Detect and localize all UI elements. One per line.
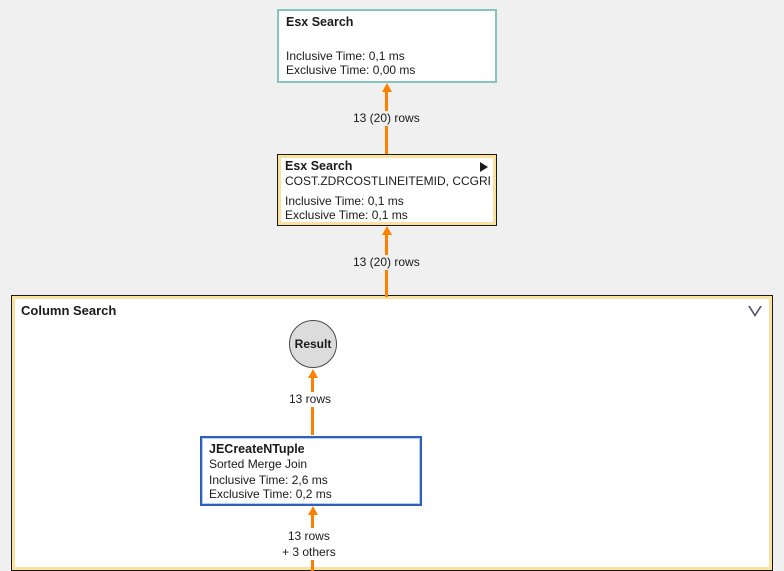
node-esx-search-mid-subtitle: COST.ZDRCOSTLINEITEMID, CCGRP.ZD... — [285, 174, 490, 188]
node-jecreatentuple[interactable]: JECreateNTuple Sorted Merge Join Inclusi… — [200, 436, 422, 506]
triangle-down-icon[interactable] — [748, 306, 762, 317]
node-esx-search-top-inclusive-time: Inclusive Time: 0,1 ms — [286, 49, 405, 63]
edge-arrowhead-to-jecreatentuple — [308, 506, 318, 515]
node-jecreatentuple-inclusive-time: Inclusive Time: 2,6 ms — [209, 473, 328, 487]
node-esx-search-mid[interactable]: Esx Search COST.ZDRCOSTLINEITEMID, CCGRP… — [277, 154, 497, 226]
node-jecreatentuple-metrics: Inclusive Time: 2,6 ms Exclusive Time: 0… — [209, 473, 332, 501]
node-esx-search-top-exclusive-time: Exclusive Time: 0,00 ms — [286, 63, 416, 77]
edge-label-line-1: 13 rows — [287, 529, 330, 543]
group-column-search[interactable]: Column Search — [11, 295, 773, 571]
node-esx-search-top-metrics: Inclusive Time: 0,1 ms Exclusive Time: 0… — [286, 49, 415, 77]
edge-label-to-result: 13 rows — [285, 392, 336, 407]
node-jecreatentuple-title: JECreateNTuple — [209, 442, 305, 456]
node-esx-search-mid-inclusive-time: Inclusive Time: 0,1 ms — [285, 194, 404, 208]
edge-label-to-esx-search-top: 13 (20) rows — [349, 111, 424, 126]
node-jecreatentuple-subtitle: Sorted Merge Join — [209, 457, 308, 471]
edge-arrowhead-to-result — [308, 369, 318, 378]
play-triangle-icon[interactable] — [480, 162, 488, 172]
node-esx-search-top[interactable]: Esx Search Inclusive Time: 0,1 ms Exclus… — [277, 9, 497, 83]
node-esx-search-mid-metrics: Inclusive Time: 0,1 ms Exclusive Time: 0… — [285, 194, 408, 222]
edge-arrowhead-to-esx-search-mid — [382, 226, 392, 235]
node-esx-search-mid-title: Esx Search — [285, 159, 353, 173]
edge-label-to-esx-search-mid: 13 (20) rows — [349, 255, 424, 270]
edge-label-line-2: + 3 others — [282, 545, 336, 559]
group-title: Column Search — [21, 303, 117, 318]
node-esx-search-mid-exclusive-time: Exclusive Time: 0,1 ms — [285, 208, 408, 222]
edge-label-to-jecreatentuple: 13 rows + 3 others — [278, 528, 340, 560]
node-result[interactable]: Result — [289, 320, 337, 368]
node-result-label: Result — [294, 337, 332, 351]
node-jecreatentuple-exclusive-time: Exclusive Time: 0,2 ms — [209, 487, 332, 501]
edge-arrowhead-to-esx-search-top — [382, 83, 392, 92]
node-esx-search-top-title: Esx Search — [286, 15, 354, 29]
